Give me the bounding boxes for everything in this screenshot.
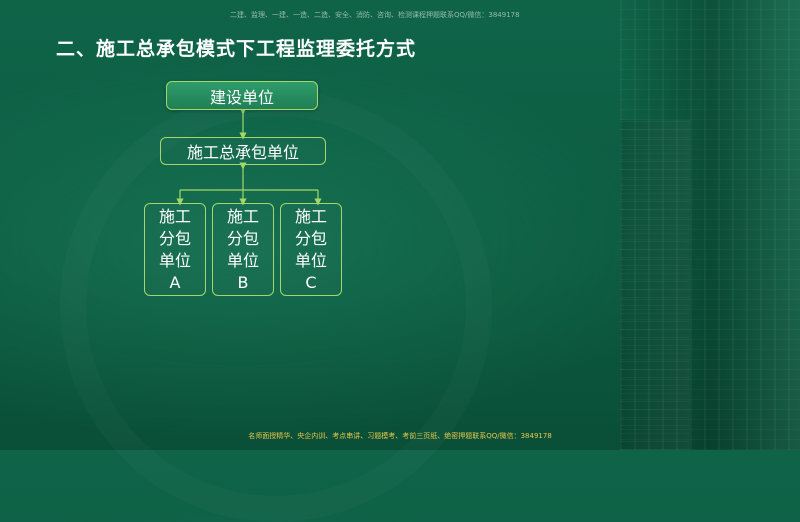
node-subcontractor-a-line3: 单位 (158, 250, 191, 270)
connector-lines (176, 107, 322, 206)
node-subcontractor-b-line3: 单位 (226, 250, 259, 270)
page-title: 二、施工总承包模式下工程监理委托方式 (56, 38, 417, 60)
node-subcontractor-a-line4: A (169, 272, 181, 292)
node-general-contractor: 施工总承包单位 (160, 137, 326, 165)
node-owner-unit: 建设单位 (166, 81, 318, 110)
node-subcontractor-b: 施工 分包 单位 B (212, 203, 274, 296)
node-subcontractor-c-line4: C (305, 272, 317, 292)
background-building-decoration (620, 0, 800, 450)
node-subcontractor-a: 施工 分包 单位 A (144, 203, 206, 296)
node-subcontractor-b-line2: 分包 (226, 228, 259, 248)
node-subcontractor-b-line4: B (237, 272, 249, 292)
node-subcontractor-a-line2: 分包 (158, 228, 191, 248)
watermark-bottom: 名师面授精华、央企内训、考点串讲、习题模考、考前三页纸、绝密押题联系QQ/微信：… (248, 432, 552, 440)
node-subcontractor-c-line1: 施工 (294, 206, 327, 226)
node-subcontractor-c: 施工 分包 单位 C (280, 203, 342, 296)
node-subcontractor-b-line1: 施工 (226, 206, 259, 226)
background-building-decoration-2 (620, 120, 690, 450)
watermark-top: 二建、监理、一建、一造、二造、安全、消防、咨询、检测课程押题联系QQ/微信：38… (230, 11, 520, 19)
node-subcontractor-a-line1: 施工 (158, 206, 191, 226)
node-subcontractor-c-line2: 分包 (294, 228, 327, 248)
node-subcontractor-c-line3: 单位 (294, 250, 327, 270)
